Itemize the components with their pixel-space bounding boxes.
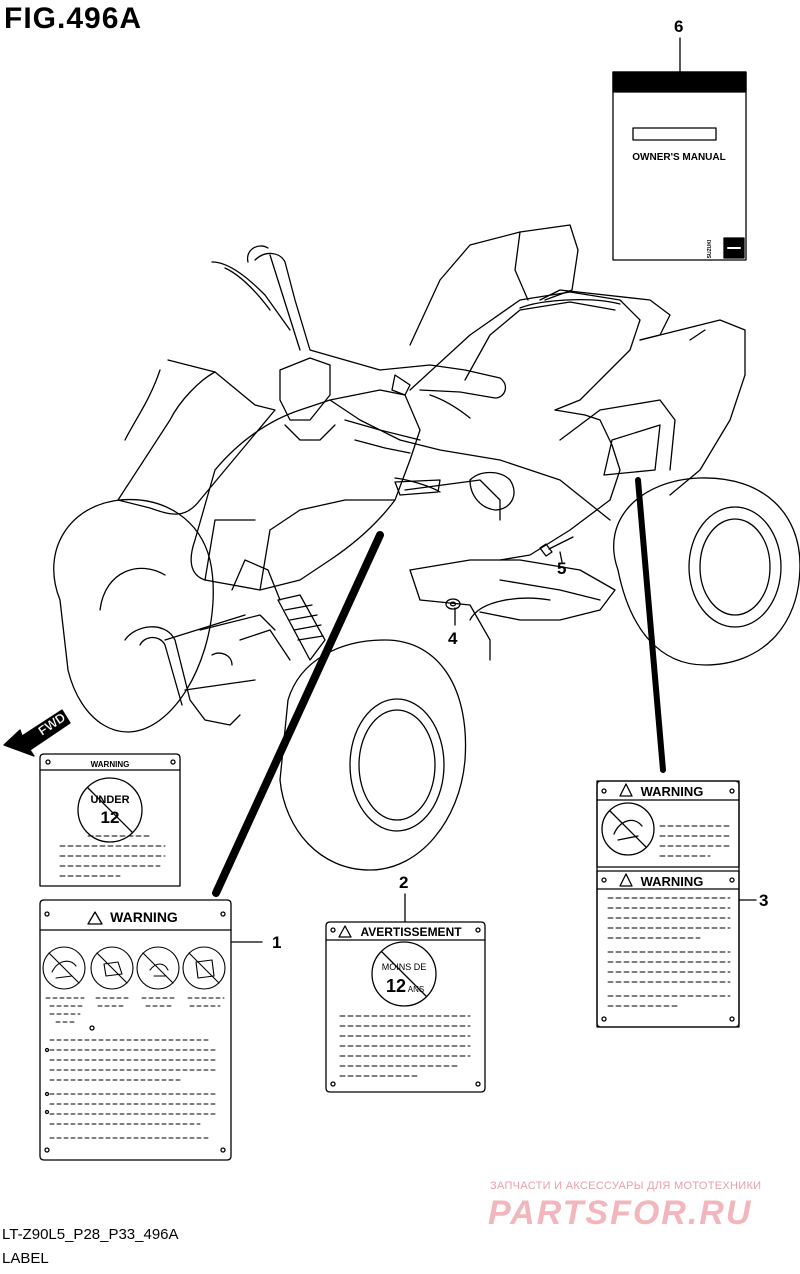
label-1-age: 12 [101,808,120,827]
diagram-code: LT-Z90L5_P28_P33_496A [2,1226,179,1243]
label-3-upper-warning: WARNING [641,784,704,799]
watermark-tagline: ЗАПЧАСТИ И АКСЕССУАРЫ ДЛЯ МОТОТЕХНИКИ [490,1180,762,1192]
callout-2: 2 [399,873,408,892]
callout-4: 4 [448,629,458,648]
fwd-arrow [3,709,71,757]
manual-title: OWNER'S MANUAL [632,152,725,163]
figure-title: FIG.496A [4,2,143,35]
label-1-upper [39,753,181,887]
label-2-ans: ANS [408,985,424,994]
label-1-lower [39,899,232,1161]
label-2-avertissement: AVERTISSEMENT [360,925,462,939]
callout-1: 1 [272,933,281,952]
callout-5: 5 [557,559,566,578]
watermark-site: PARTSFOR.RU [488,1194,753,1232]
washer-part-4 [445,598,461,626]
clip-part-5 [539,536,574,563]
callout-6: 6 [674,17,683,36]
atv-illustration [53,224,800,871]
label-3-lower-warning: WARNING [641,874,704,889]
manual-brand: SUZUKI [707,239,713,258]
label-1-under-text: UNDER [90,794,129,806]
diagram-caption: LABEL [2,1250,49,1267]
label-1-upper-warning: WARNING [91,760,130,769]
label-3 [596,780,740,1028]
callout-3: 3 [759,891,768,910]
label-1-lower-warning: WARNING [110,909,178,925]
owners-manual [612,37,747,261]
label-2 [325,921,486,1093]
label-2-age: 12 [386,976,406,996]
label-2-moins-de: MOINS DE [382,962,427,972]
